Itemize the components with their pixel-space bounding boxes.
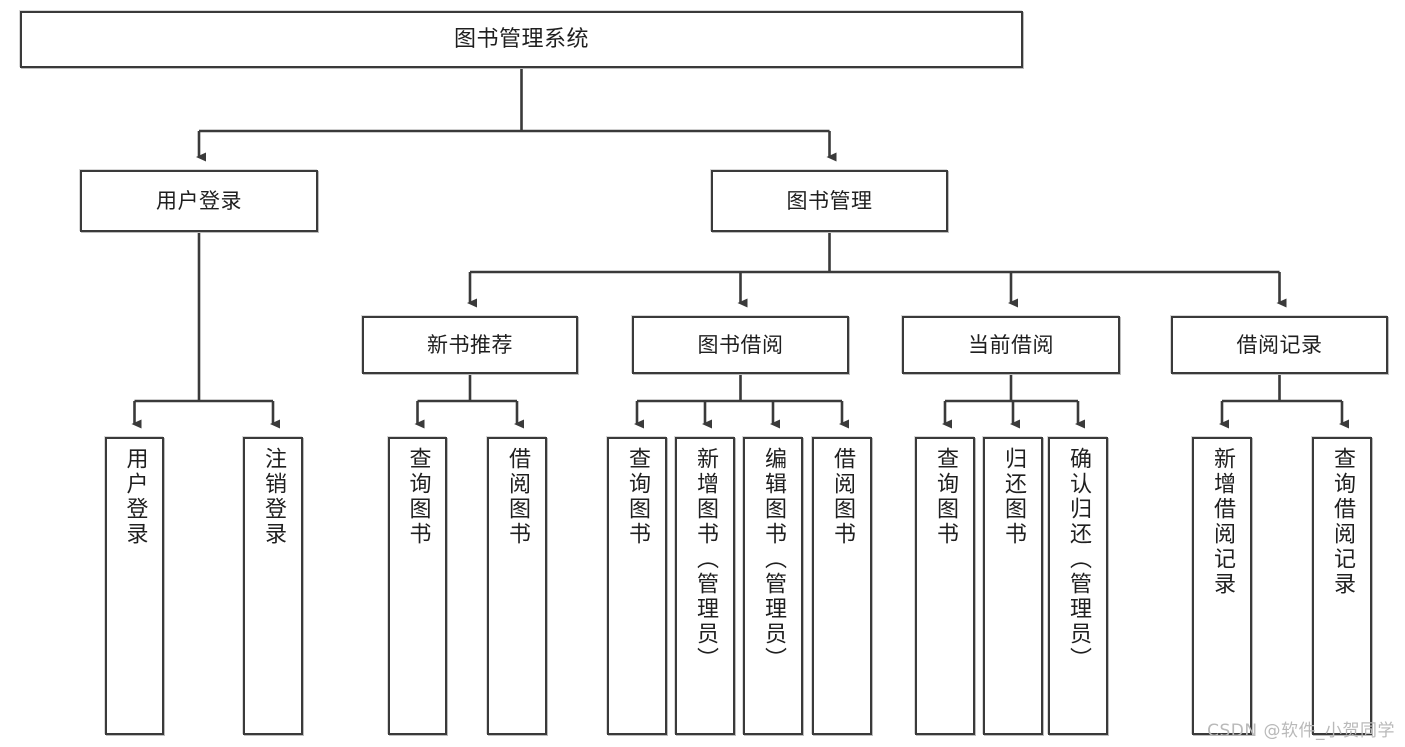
leaf-user-logout[interactable]: 注销登录	[243, 437, 303, 735]
leaf-confirm-return-admin[interactable]: 确认归还（管理员）	[1048, 437, 1108, 735]
node-book-management[interactable]: 图书管理	[711, 170, 948, 232]
node-label: 编辑图书（管理员）	[761, 447, 786, 672]
node-label: 借阅图书	[505, 447, 530, 547]
node-borrow-record[interactable]: 借阅记录	[1171, 316, 1388, 374]
leaf-return-book[interactable]: 归还图书	[983, 437, 1043, 735]
node-label: 新增借阅记录	[1210, 447, 1235, 597]
leaf-query-book-recommend[interactable]: 查询图书	[388, 437, 447, 735]
node-label: 新书推荐	[427, 332, 513, 357]
node-label: 图书借阅	[697, 332, 784, 357]
node-label: 查询图书	[933, 447, 958, 547]
node-label: 图书管理系统	[453, 26, 589, 52]
node-label: 借阅图书	[830, 447, 855, 547]
node-label: 当前借阅	[968, 332, 1054, 357]
node-label: 查询图书	[405, 447, 431, 547]
leaf-query-book-current[interactable]: 查询图书	[915, 437, 975, 735]
node-label: 查询图书	[625, 447, 650, 547]
leaf-borrow-book[interactable]: 借阅图书	[812, 437, 872, 735]
node-label: 图书管理	[786, 188, 873, 213]
node-label: 新增图书（管理员）	[693, 447, 718, 672]
leaf-add-book-admin[interactable]: 新增图书（管理员）	[675, 437, 735, 735]
node-new-book-recommend[interactable]: 新书推荐	[362, 316, 578, 374]
leaf-add-borrow-record[interactable]: 新增借阅记录	[1192, 437, 1252, 735]
node-label: 确认归还（管理员）	[1066, 447, 1091, 672]
node-label: 注销登录	[261, 447, 286, 547]
leaf-edit-book-admin[interactable]: 编辑图书（管理员）	[743, 437, 803, 735]
node-label: 归还图书	[1001, 447, 1026, 547]
watermark: CSDN @软件_小贺同学	[1207, 721, 1395, 741]
node-label: 借阅记录	[1236, 332, 1323, 357]
node-current-borrow[interactable]: 当前借阅	[902, 316, 1120, 374]
node-label: 查询借阅记录	[1330, 447, 1355, 597]
node-root-system[interactable]: 图书管理系统	[20, 11, 1023, 68]
leaf-query-borrow-record[interactable]: 查询借阅记录	[1312, 437, 1372, 735]
leaf-borrow-book-recommend[interactable]: 借阅图书	[487, 437, 547, 735]
node-user-login[interactable]: 用户登录	[80, 170, 318, 232]
node-book-borrow[interactable]: 图书借阅	[632, 316, 849, 374]
leaf-user-login[interactable]: 用户登录	[105, 437, 164, 735]
leaf-query-book-borrow[interactable]: 查询图书	[607, 437, 667, 735]
node-label: 用户登录	[122, 447, 148, 547]
node-label: 用户登录	[156, 188, 242, 213]
